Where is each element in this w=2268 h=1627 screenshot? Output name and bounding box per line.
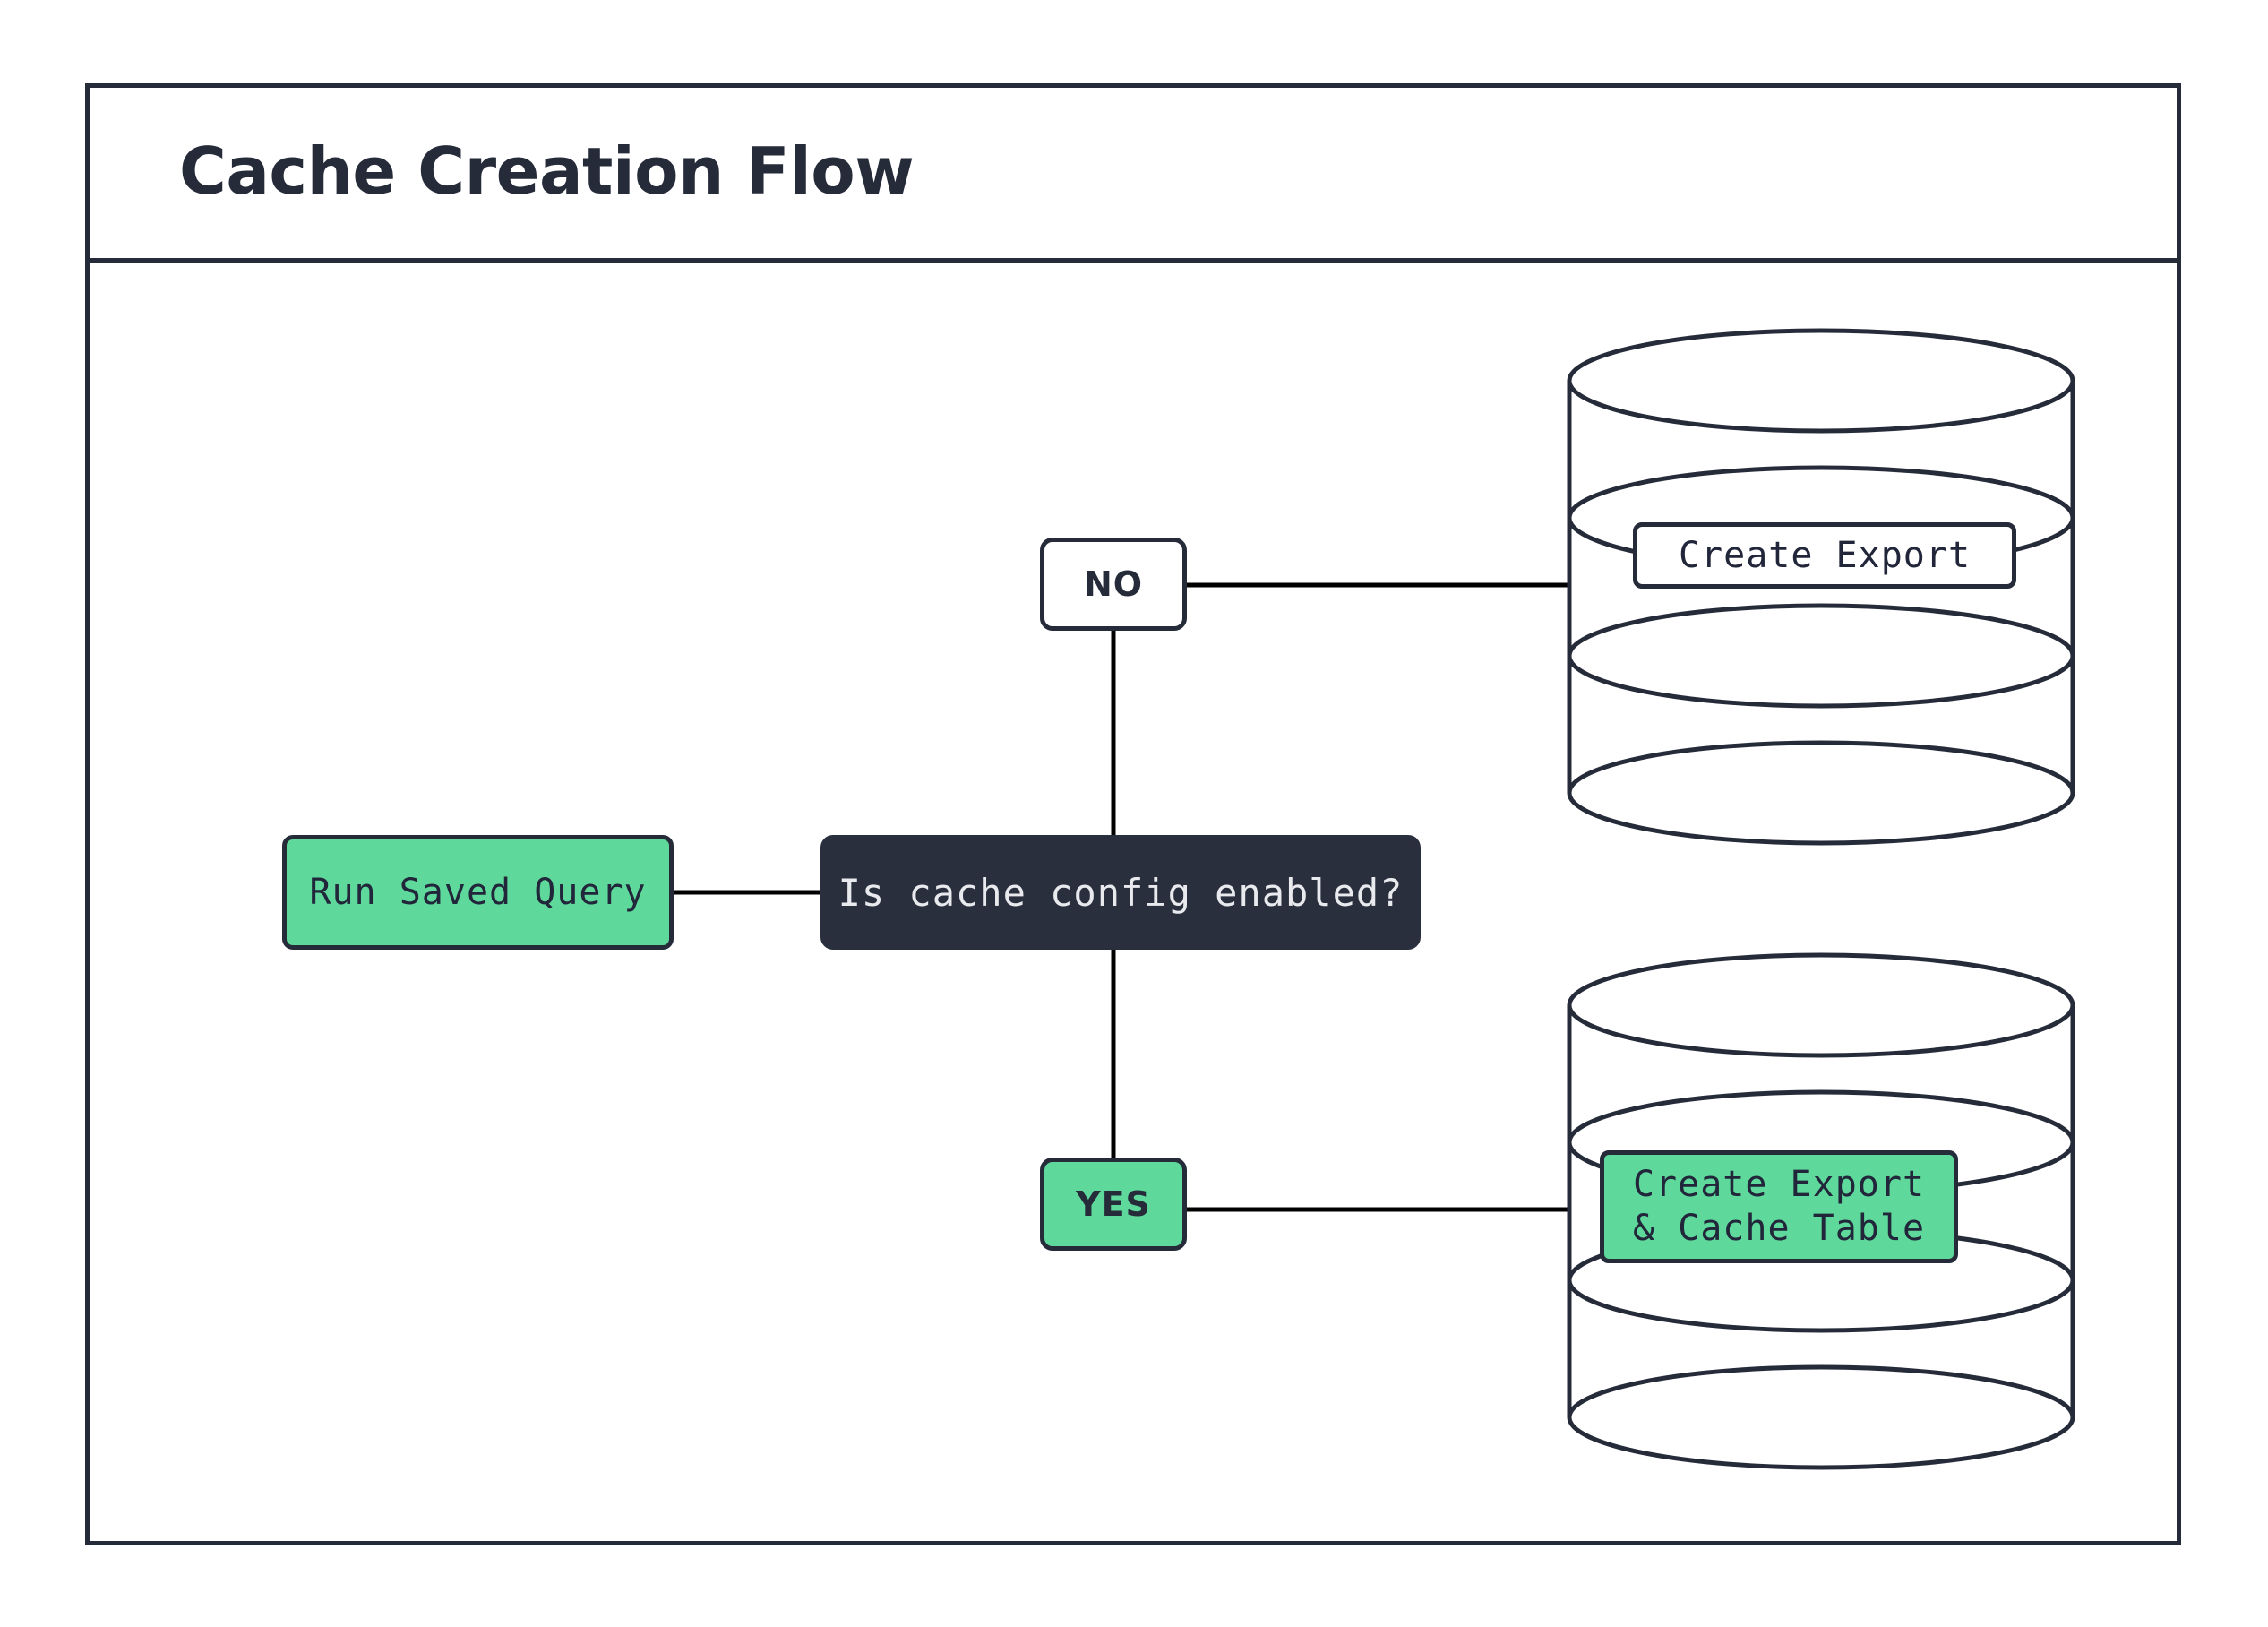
node-db-export[interactable]: Create Export	[1566, 327, 2076, 847]
node-db-export-cache-label-line2: & Cache Table	[1632, 1208, 1926, 1249]
node-db-export-cache[interactable]: Create Export & Cache Table	[1566, 951, 2076, 1471]
node-db-export-cache-label-box: Create Export & Cache Table	[1600, 1150, 1958, 1263]
node-branch-yes[interactable]: YES	[1040, 1158, 1187, 1251]
db-ellipse-4	[1567, 740, 2075, 846]
node-db-export-label: Create Export	[1678, 534, 1972, 576]
node-db-export-cache-label-line1: Create Export	[1632, 1164, 1926, 1206]
db-ellipse-3	[1567, 603, 2075, 709]
node-branch-no[interactable]: NO	[1040, 538, 1187, 631]
node-branch-yes-label: YES	[1076, 1184, 1151, 1224]
node-db-export-label-box: Create Export	[1633, 522, 2016, 589]
diagram-frame	[85, 83, 2181, 1545]
node-branch-no-label: NO	[1083, 564, 1144, 604]
db-ellipse-4	[1567, 1364, 2075, 1470]
db-ellipse-1	[1567, 952, 2075, 1058]
db-ellipse-1	[1567, 328, 2075, 434]
node-run-saved-query[interactable]: Run Saved Query	[282, 835, 674, 950]
node-run-saved-query-label: Run Saved Query	[309, 872, 647, 913]
node-decision-cache-config[interactable]: Is cache config enabled?	[820, 835, 1421, 950]
page-title: Cache Creation Flow	[179, 133, 915, 209]
title-bar: Cache Creation Flow	[85, 83, 2181, 263]
node-decision-label: Is cache config enabled?	[838, 870, 1404, 915]
